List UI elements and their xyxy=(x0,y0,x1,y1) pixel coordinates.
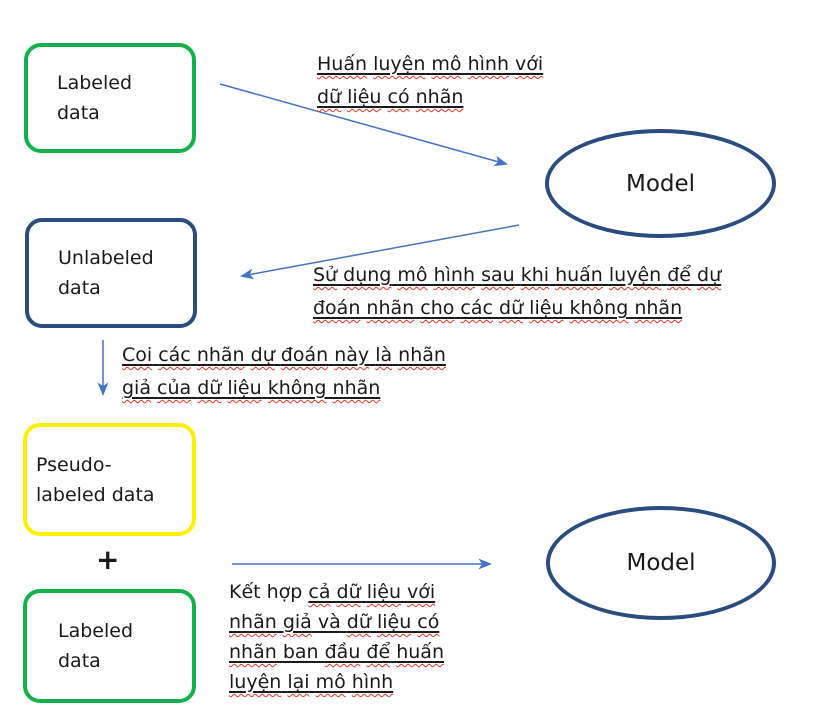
annotation-retrain: Kết hợp cả dữ liệu với nhãn giả và dữ liệ… xyxy=(229,577,444,697)
labeled-data-box-top: Labeled data xyxy=(24,43,196,153)
annotation-line: Coi các nhãn dự đoán này là nhãn xyxy=(122,344,446,366)
pseudo-labeled-data-box: Pseudo- labeled data xyxy=(23,423,196,536)
box-label-line: Labeled xyxy=(58,620,134,642)
box-label-line: Unlabeled xyxy=(58,247,154,269)
annotation-line: nhãn ban đầu để huấn xyxy=(229,641,444,663)
model-ellipse-bottom: Model xyxy=(546,506,776,620)
box-label-line: labeled data xyxy=(36,483,155,506)
annotation-line: giả của dữ liệu không nhãn xyxy=(122,377,381,399)
model-label: Model xyxy=(626,550,696,576)
annotation-line: Sử dụng mô hình sau khi huấn luyện để dự xyxy=(313,264,722,286)
annotation-line: Huấn luyện mô hình với xyxy=(317,53,544,75)
model-ellipse-top: Model xyxy=(545,129,776,238)
labeled-data-box-bottom: Labeled data xyxy=(23,589,196,703)
annotation-line: nhãn giả và dữ liệu có xyxy=(229,611,440,633)
box-label-line: Labeled xyxy=(57,72,133,94)
annotation-line: luyện lại mô hình xyxy=(229,671,394,693)
box-label-line: data xyxy=(57,102,100,124)
plus-sign: + xyxy=(96,543,120,576)
annotation-line: Kết hợp cả dữ liệu với xyxy=(229,581,436,603)
annotation-pseudo-label: Coi các nhãn dự đoán này là nhãn giả của … xyxy=(122,339,446,405)
box-label-line: data xyxy=(58,650,101,672)
unlabeled-data-box: Unlabeled data xyxy=(25,218,197,328)
model-label: Model xyxy=(625,170,696,197)
annotation-line: dữ liệu có nhãn xyxy=(317,86,464,108)
annotation-predict: Sử dụng mô hình sau khi huấn luyện để dự… xyxy=(313,259,721,325)
annotation-line: đoán nhãn cho các dữ liệu không nhãn xyxy=(313,297,683,319)
box-label-line: data xyxy=(58,277,101,299)
annotation-train: Huấn luyện mô hình với dữ liệu có nhãn xyxy=(317,48,543,114)
box-label-line: Pseudo- xyxy=(36,453,112,476)
